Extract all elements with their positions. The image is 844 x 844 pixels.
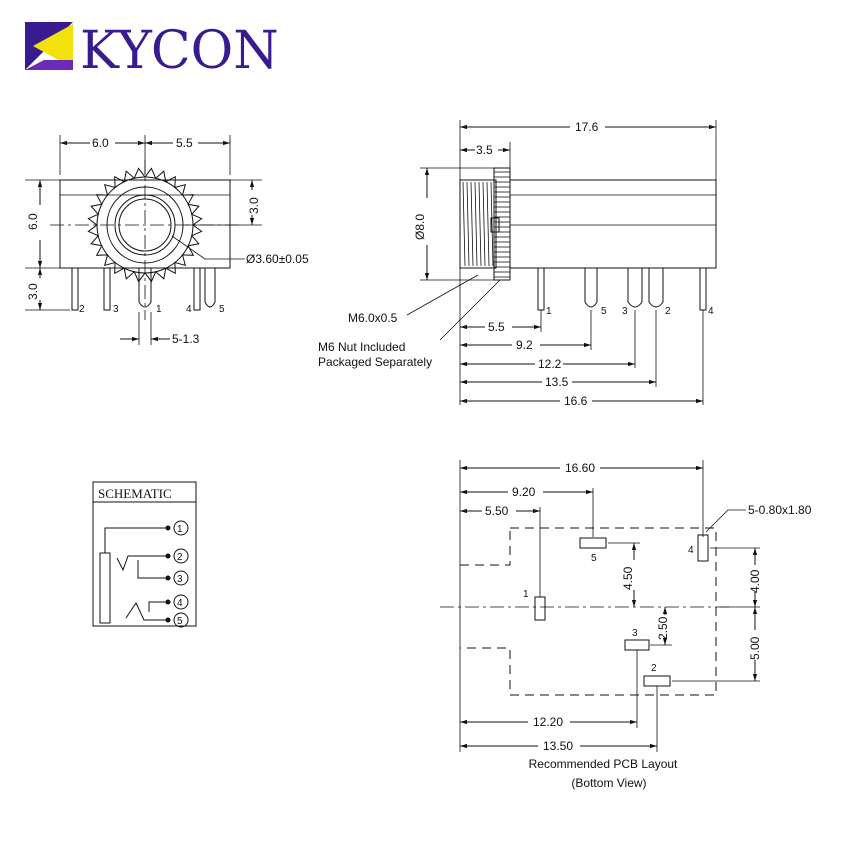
thread-line	[478, 181, 482, 267]
logo-wordmark: KYCON	[80, 21, 279, 81]
pcb-dim-pad5: 9.20	[512, 485, 536, 499]
thread-line	[490, 181, 494, 267]
kycon-logo: KYCON	[25, 21, 279, 81]
side-dim-d4: 13.5	[545, 375, 569, 389]
front-pin-2: 2	[79, 304, 85, 315]
front-pin-4: 4	[186, 304, 192, 315]
side-dim-length: 17.6	[575, 120, 599, 134]
pad-2	[643, 675, 671, 687]
side-dim-d3: 12.2	[538, 357, 562, 371]
side-pin-1: 1	[546, 306, 552, 317]
side-dim-d2: 9.2	[516, 338, 533, 352]
svg-text:1: 1	[177, 524, 183, 535]
pcb-caption: Recommended PCB Layout	[529, 757, 678, 771]
thread-hatching	[462, 181, 494, 267]
pcb-layout: 16.60 9.20 5.50 1 5 4 3 2 5-0.80x1.80 4.…	[440, 460, 812, 790]
front-pin-3: 3	[113, 304, 119, 315]
front-pin-5: 5	[219, 304, 225, 315]
pad-5	[579, 537, 607, 549]
pad-3	[624, 639, 650, 651]
svg-text:2: 2	[177, 552, 183, 563]
side-dim-d1: 5.5	[488, 320, 505, 334]
side-pin-5: 5	[601, 306, 607, 317]
side-pin-4: 4	[708, 306, 714, 317]
front-dim-hole: Ø3.60±0.05	[246, 252, 309, 266]
svg-text:4: 4	[177, 598, 183, 609]
front-dim-left: 6.0	[92, 136, 109, 150]
terminal-2: 2	[173, 548, 189, 564]
side-pin-3: 3	[622, 306, 628, 317]
pad-4	[697, 534, 709, 562]
pcb-dim-v4: 5.00	[748, 636, 762, 660]
terminal-5: 5	[173, 612, 189, 628]
thread-line	[470, 181, 474, 267]
pcb-dim-pad2: 13.50	[543, 739, 573, 753]
front-dim-pin-pitch: 5-1.3	[172, 332, 200, 346]
thread-line	[466, 181, 470, 267]
side-view: 17.6 3.5 Ø8.0 1 5 3 2 4	[318, 120, 717, 408]
pad-5-label: 5	[591, 553, 597, 564]
side-dim-dia: Ø8.0	[413, 214, 427, 240]
side-dim-d5: 16.6	[564, 394, 588, 408]
front-dim-right: 5.5	[176, 136, 193, 150]
pcb-dim-v1: 4.50	[621, 566, 635, 590]
nut-note-line1: M6 Nut Included	[318, 340, 405, 354]
front-dim-height: 6.0	[26, 213, 40, 230]
thread-line	[462, 181, 466, 267]
front-dim-lower: 3.0	[26, 283, 40, 300]
terminal-3: 3	[173, 570, 189, 586]
terminal-1: 1	[173, 520, 189, 536]
nut-note-line2: Packaged Separately	[318, 355, 432, 369]
front-dim-upper: 3.0	[247, 197, 261, 214]
thread-line	[474, 181, 478, 267]
thread-line	[482, 181, 486, 267]
pcb-dim-v3: 4.00	[748, 569, 762, 593]
thread-line	[486, 181, 490, 267]
pcb-dim-pad1: 5.50	[485, 504, 509, 518]
logo-mark-violet	[25, 60, 73, 70]
pcb-dim-pad-size: 5-0.80x1.80	[748, 503, 812, 517]
pad-2-label: 2	[651, 663, 657, 674]
front-view: 6.0 5.5 6.0 3.0 3.0 Ø3.60±	[25, 135, 309, 346]
nut-knurl	[494, 171, 510, 278]
pcb-caption-sub: (Bottom View)	[571, 776, 646, 790]
front-pin-1: 1	[156, 304, 162, 315]
pad-1	[534, 596, 546, 621]
thread-note: M6.0x0.5	[348, 311, 398, 325]
pad-3-label: 3	[632, 628, 638, 639]
schematic: SCHEMATIC 1 2 3 4 5	[92, 481, 197, 628]
pcb-dim-v2: 2.50	[656, 616, 670, 640]
side-dim-thread: 3.5	[476, 143, 493, 157]
schematic-title: SCHEMATIC	[98, 486, 172, 501]
pad-1-label: 1	[523, 589, 529, 600]
svg-text:5: 5	[177, 616, 183, 627]
pad-4-label: 4	[688, 545, 694, 556]
side-pin-2: 2	[665, 306, 671, 317]
svg-text:3: 3	[177, 574, 183, 585]
terminal-4: 4	[173, 594, 189, 610]
logo-mark-yellow	[33, 24, 73, 68]
pcb-dim-width: 16.60	[565, 461, 595, 475]
pcb-dim-pad3: 12.20	[533, 715, 563, 729]
